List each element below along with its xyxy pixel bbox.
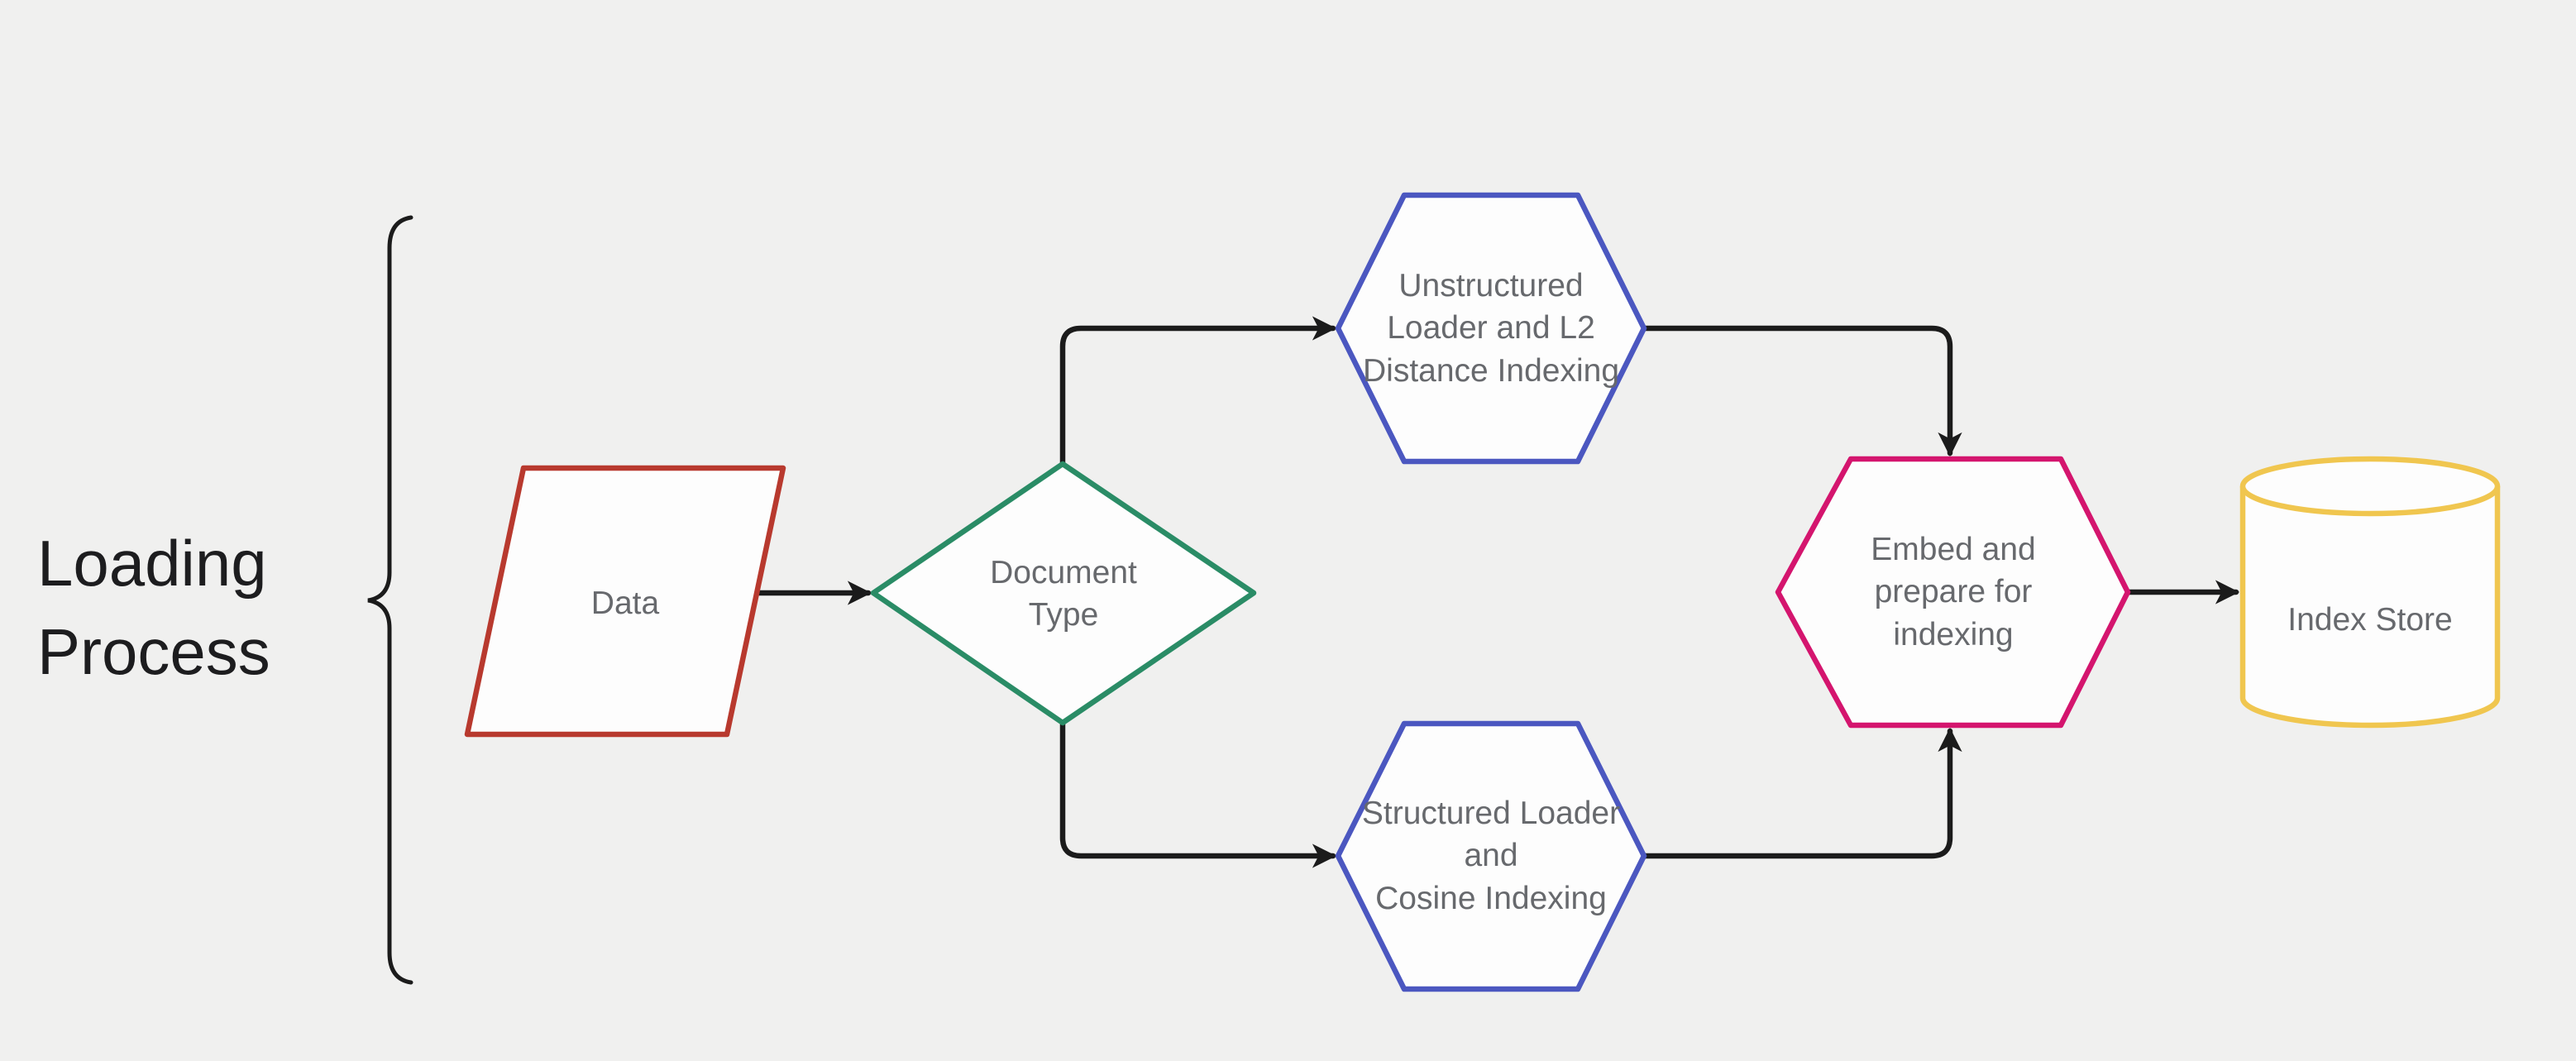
edge-document-type-to-unstructured (1059, 316, 1337, 467)
document-type-node-shape (870, 461, 1257, 726)
edge-structured-to-embed (1641, 727, 1962, 859)
process-label: Loading Process (37, 527, 270, 688)
unstructured-loader-node-shape (1335, 192, 1647, 465)
data-node-shape (464, 465, 786, 738)
structured-loader-node-shape (1335, 720, 1647, 992)
edge-document-type-to-structured (1059, 719, 1337, 868)
index-store-cylinder-top (2239, 456, 2501, 517)
edge-unstructured-to-embed (1641, 325, 1962, 457)
index-store-cylinder-body (2239, 486, 2501, 729)
embed-node-shape (1775, 456, 2131, 729)
curly-brace-icon (367, 215, 413, 985)
